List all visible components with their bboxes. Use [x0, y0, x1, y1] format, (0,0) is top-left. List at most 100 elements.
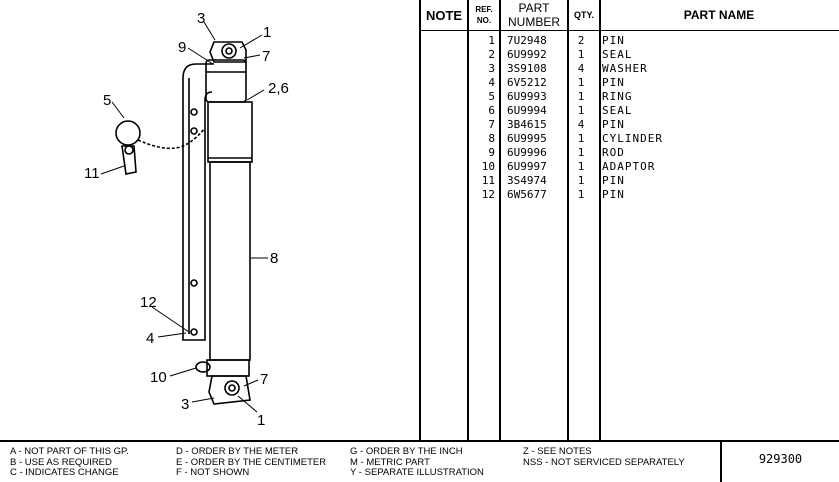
part-number-cell: 6U9997: [507, 160, 547, 173]
callout-3-top: 3: [197, 10, 205, 27]
ref-no-cell: 5: [488, 90, 495, 103]
qty-cell: 1: [577, 48, 585, 61]
table-row: 1 7U2948 2 PIN: [419, 34, 839, 48]
cylinder-tube: [209, 161, 251, 361]
table-divider: [499, 0, 501, 440]
table-row: 8 6U9995 1 CYLINDER: [419, 132, 839, 146]
callout-3-bottom: 3: [181, 396, 189, 413]
qty-cell: 1: [577, 104, 585, 117]
header-note: NOTE: [425, 7, 463, 23]
ref-no-cell: 6: [488, 104, 495, 117]
ref-no-cell: 3: [488, 62, 495, 75]
legend-e: E - ORDER BY THE CENTIMETER: [176, 456, 327, 468]
top-clevis: [209, 41, 247, 63]
legend-column-4: Z - SEE NOTES NSS - NOT SERVICED SEPARAT…: [523, 446, 685, 468]
header-part-number: PART NUMBER: [501, 0, 567, 30]
qty-cell: 4: [577, 62, 585, 75]
part-name-cell: PIN: [602, 76, 625, 89]
legend-column-1: A - NOT PART OF THIS GP. B - USE AS REQU…: [10, 446, 129, 479]
qty-cell: 1: [577, 76, 585, 89]
callout-7-top: 7: [262, 48, 270, 65]
callout-1-top: 1: [263, 24, 271, 41]
page-code: 929300: [758, 452, 803, 466]
callout-1-bottom: 1: [257, 412, 265, 429]
header-part-line1: PART: [518, 1, 550, 15]
qty-cell: 1: [577, 90, 585, 103]
part-number-cell: 3S4974: [507, 174, 547, 187]
legend-nss: NSS - NOT SERVICED SEPARATELY: [523, 456, 685, 468]
callout-8: 8: [270, 250, 278, 267]
ref-no-cell: 7: [488, 118, 495, 131]
qty-cell: 1: [577, 174, 585, 187]
ref-no-cell: 11: [481, 174, 495, 187]
qty-cell: 1: [577, 132, 585, 145]
cylinder-8: [207, 101, 253, 163]
part-name-cell: PIN: [602, 174, 625, 187]
bottom-collar: [206, 359, 250, 377]
top-pin-1: [221, 43, 237, 59]
table-row: 4 6V5212 1 PIN: [419, 76, 839, 90]
ref-no-cell: 2: [488, 48, 495, 61]
part-name-cell: PIN: [602, 34, 625, 47]
callout-5: 5: [103, 92, 111, 109]
header-part-line2: NUMBER: [507, 15, 560, 29]
qty-cell: 1: [577, 160, 585, 173]
legend-g: G - ORDER BY THE INCH: [350, 446, 463, 457]
part-name-cell: WASHER: [602, 62, 648, 75]
part-name-cell: SEAL: [602, 104, 633, 117]
callout-2-6: 2,6: [268, 80, 289, 97]
legend-d: D - ORDER BY THE METER: [176, 446, 299, 457]
qty-cell: 1: [577, 146, 585, 159]
part-number-cell: 6U9993: [507, 90, 547, 103]
callout-9: 9: [178, 39, 186, 56]
ref-no-cell: 9: [488, 146, 495, 159]
qty-cell: 1: [577, 188, 585, 201]
top-adapter: [205, 59, 247, 103]
ref-no-cell: 4: [488, 76, 495, 89]
part-name-cell: SEAL: [602, 48, 633, 61]
header-ref-line1: REF.: [475, 4, 493, 14]
header-qty: QTY.: [573, 9, 594, 20]
legend-column-2: D - ORDER BY THE METER E - ORDER BY THE …: [176, 446, 327, 479]
parts-table: NOTE REF. NO. PART NUMBER QTY. PART NAME…: [419, 0, 839, 440]
part-name-cell: PIN: [602, 118, 625, 131]
part-name-cell: CYLINDER: [602, 132, 663, 145]
callout-12: 12: [140, 294, 157, 311]
header-part-name: PART NAME: [683, 8, 755, 22]
bottom-clevis: [208, 375, 251, 405]
header-ref-line2: NO.: [476, 15, 492, 25]
part-number-cell: 6U9996: [507, 146, 547, 159]
footer-legend: A - NOT PART OF THIS GP. B - USE AS REQU…: [0, 440, 839, 482]
ref-no-cell: 1: [488, 34, 495, 47]
part-number-cell: 6W5677: [507, 188, 547, 201]
part-number-cell: 6U9992: [507, 48, 547, 61]
part-name-cell: PIN: [602, 188, 625, 201]
callout-11: 11: [84, 165, 100, 182]
part-number-cell: 6U9995: [507, 132, 547, 145]
legend-a: A - NOT PART OF THIS GP.: [10, 446, 129, 457]
ring-5: [115, 120, 141, 146]
ref-no-cell: 8: [488, 132, 495, 145]
table-row: 6 6U9994 1 SEAL: [419, 104, 839, 118]
adaptor-10: [195, 361, 211, 373]
part-number-cell: 6V5212: [507, 76, 547, 89]
part-name-cell: RING: [602, 90, 633, 103]
callout-10: 10: [150, 369, 167, 386]
table-divider: [599, 0, 601, 440]
part-number-cell: 7U2948: [507, 34, 547, 47]
part-number-cell: 3B4615: [507, 118, 547, 131]
legend-y: Y - SEPARATE ILLUSTRATION: [350, 467, 484, 478]
bottom-pin-1: [224, 380, 240, 396]
part-name-cell: ADAPTOR: [602, 160, 656, 173]
table-row: 9 6U9996 1 ROD: [419, 146, 839, 160]
qty-cell: 2: [577, 34, 585, 47]
part-number-cell: 6U9994: [507, 104, 547, 117]
legend-z: Z - SEE NOTES: [523, 446, 592, 457]
part-name-cell: ROD: [602, 146, 625, 159]
callout-7-bottom: 7: [260, 371, 268, 388]
legend-b: B - USE AS REQUIRED: [10, 456, 112, 468]
callout-4: 4: [146, 330, 154, 347]
